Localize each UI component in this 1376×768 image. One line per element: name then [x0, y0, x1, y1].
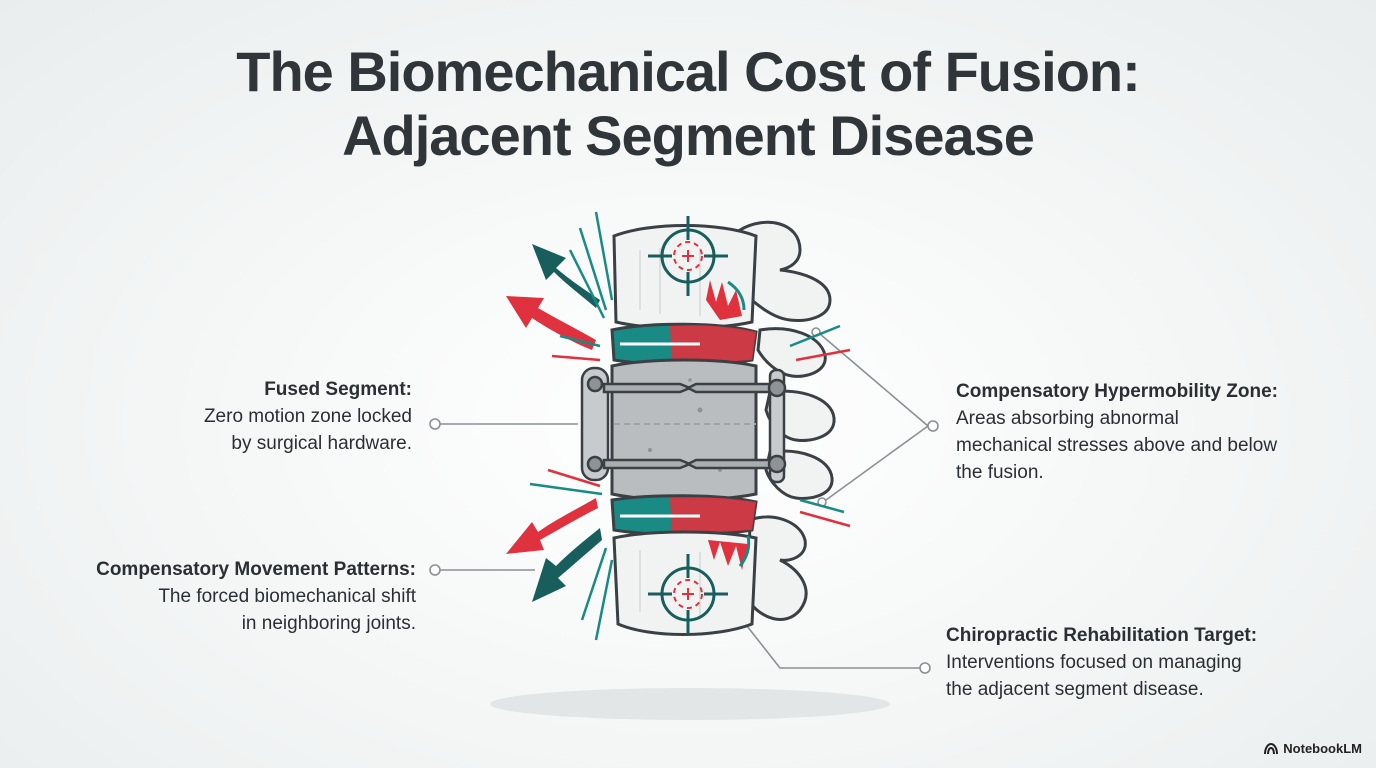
fused-segment-heading: Fused Segment: [264, 379, 412, 400]
fixation-plate [580, 366, 610, 482]
leader-lines [429, 327, 939, 674]
screw-upper-left [602, 382, 694, 394]
fixation-rod [768, 368, 786, 484]
target-crosshair-upper-icon [648, 216, 728, 296]
rehab-target-text-1: Interventions focused on managing [946, 652, 1242, 673]
fused-segment [610, 358, 758, 502]
hypermobility-zone-text-1: Areas absorbing abnormal [956, 408, 1179, 429]
rehab-target-text-2: the adjacent segment disease. [946, 679, 1204, 700]
title-line-1: The Biomechanical Cost of Fusion: [236, 40, 1141, 103]
screw-lower-left [602, 458, 694, 470]
movement-patterns-text-2: in neighboring joints. [241, 613, 416, 634]
rehab-target-heading: Chiropractic Rehabilitation Target: [946, 625, 1258, 646]
brand-watermark: NotebookLM [1264, 741, 1362, 756]
page-title: The Biomechanical Cost of Fusion: Adjace… [0, 40, 1376, 168]
leader-hyper-lower [825, 425, 929, 501]
rehab-target-label: Chiropractic Rehabilitation Target: Inte… [946, 622, 1326, 703]
hypermobility-zone-label: Compensatory Hypermobility Zone: Areas a… [956, 378, 1336, 486]
arrow-down-red [506, 498, 598, 554]
lower-vertebra [612, 530, 758, 636]
brand-name: NotebookLM [1283, 741, 1362, 756]
notebooklm-logo-icon [1264, 742, 1279, 754]
hypermobility-zone-text-3: the fusion. [956, 462, 1044, 483]
upper-adjacent-disc [610, 322, 758, 366]
movement-patterns-label: Compensatory Movement Patterns: The forc… [40, 556, 416, 637]
movement-patterns-heading: Compensatory Movement Patterns: [96, 559, 416, 580]
surgical-hardware [580, 366, 787, 484]
ground-shadow [490, 688, 890, 720]
fused-segment-label: Fused Segment: Zero motion zone locked b… [120, 376, 412, 457]
movement-patterns-text-1: The forced biomechanical shift [158, 586, 416, 607]
arrow-up-red [506, 296, 596, 350]
screw-upper-right [685, 382, 772, 394]
fused-segment-text-1: Zero motion zone locked [203, 406, 412, 427]
compensatory-arrows-teal [532, 244, 602, 602]
leader-hyper-upper [819, 333, 929, 427]
facet-stress-arrows [727, 280, 751, 567]
screw-lower-right [685, 458, 772, 470]
leader-rehab [735, 611, 920, 669]
arrow-down-teal [532, 528, 602, 602]
hypermobility-zone-heading: Compensatory Hypermobility Zone: [956, 381, 1278, 402]
upper-vertebra [612, 224, 758, 330]
hypermobility-zone-text-2: mechanical stresses above and below [956, 435, 1278, 456]
arrow-up-teal [532, 244, 600, 308]
title-line-2: Adjacent Segment Disease [342, 104, 1035, 167]
lower-adjacent-disc [610, 494, 758, 536]
target-crosshair-lower-icon [648, 554, 728, 634]
compensatory-arrows-red [506, 296, 598, 554]
stress-lines [529, 211, 851, 641]
fused-segment-text-2: by surgical hardware. [231, 433, 412, 454]
